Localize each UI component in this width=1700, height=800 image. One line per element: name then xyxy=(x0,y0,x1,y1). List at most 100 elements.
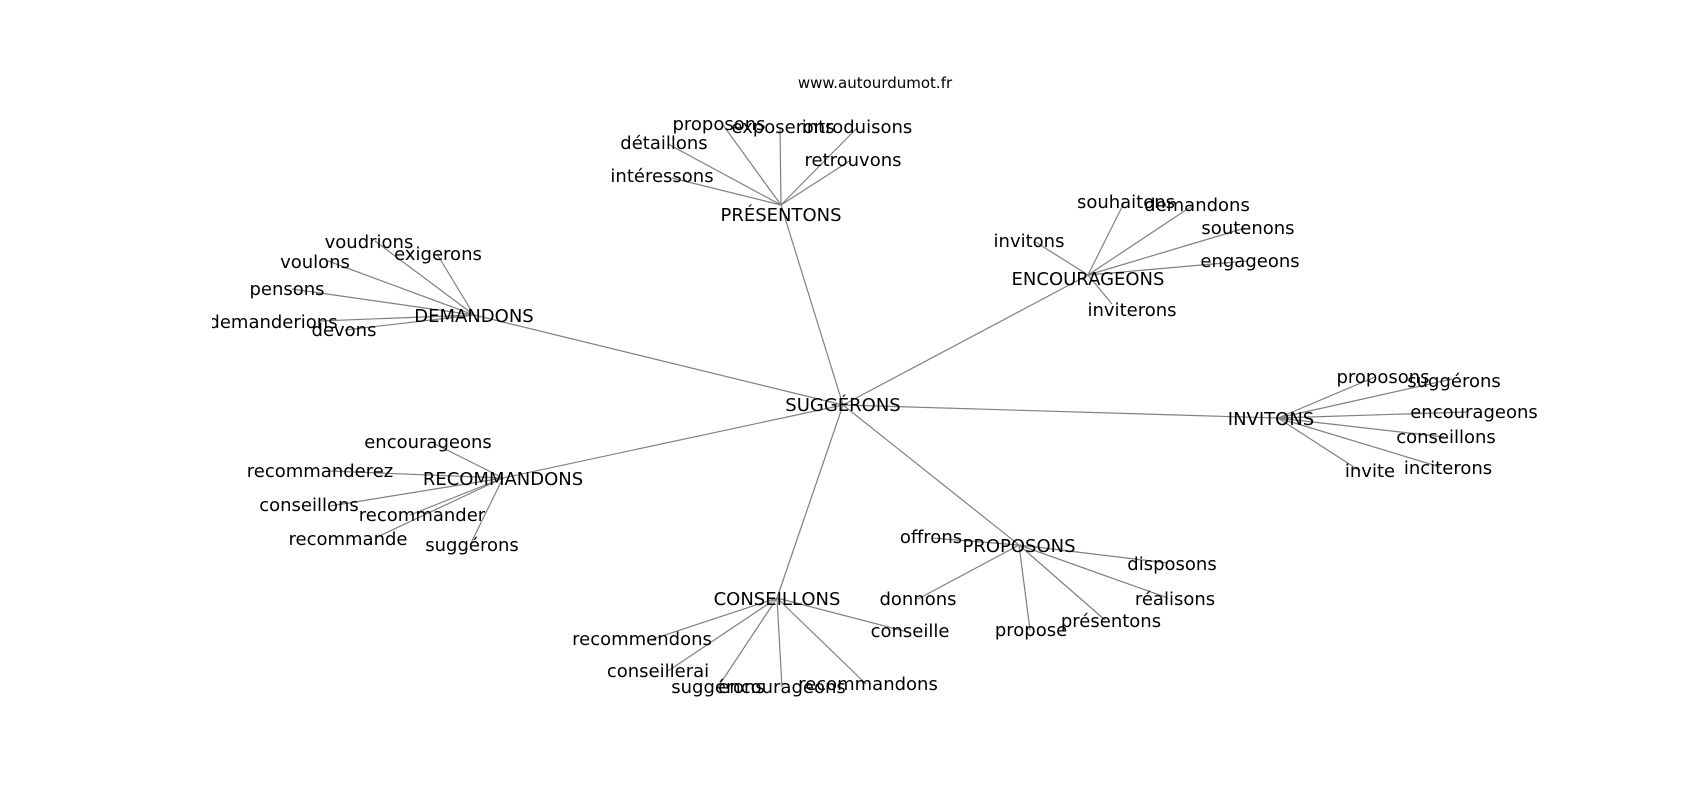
edge-hub-to-leaf xyxy=(344,314,475,331)
leaf-node[interactable]: proposons xyxy=(1336,367,1429,388)
leaf-node[interactable]: demandons xyxy=(1144,195,1250,216)
edge-center-to-hub xyxy=(502,404,844,479)
edge-hub-to-leaf xyxy=(1018,544,1169,564)
leaf-node[interactable]: souhaitons xyxy=(1077,192,1175,213)
edge-hub-to-leaf xyxy=(776,597,783,688)
leaf-node[interactable]: retrouvons xyxy=(804,150,901,171)
hub-node-presentons[interactable]: PRÉSENTONS xyxy=(720,204,841,226)
edge-hub-to-leaf xyxy=(329,470,504,479)
leaf-node[interactable]: encourageons xyxy=(718,677,846,698)
edge-hub-to-leaf xyxy=(1277,417,1441,468)
edge-hub-to-leaf xyxy=(1277,376,1376,419)
leaf-node[interactable]: suggérons xyxy=(671,677,765,698)
edge-hub-to-leaf xyxy=(327,260,475,316)
edge-hub-to-leaf xyxy=(671,177,782,206)
edge-hub-to-leaf xyxy=(1087,227,1246,276)
edge-hub-to-leaf xyxy=(649,597,778,641)
leaf-node[interactable]: invitons xyxy=(994,231,1065,252)
hub-node-recommandons[interactable]: RECOMMANDONS xyxy=(423,469,583,490)
leaf-node[interactable]: voulons xyxy=(280,252,350,273)
leaf-node[interactable]: recommendons xyxy=(572,629,712,650)
leaf-node[interactable]: invite xyxy=(1345,461,1395,482)
hub-node-invitons[interactable]: INVITONS xyxy=(1228,409,1314,430)
edge-hub-to-leaf xyxy=(776,597,867,685)
hub-node-conseillons[interactable]: CONSEILLONS xyxy=(714,589,841,610)
leaf-node[interactable]: proposons xyxy=(672,114,765,135)
center-node[interactable]: SUGGÉRONS xyxy=(785,394,900,416)
leaf-node[interactable]: soutenons xyxy=(1201,218,1294,239)
watermark: www.autourdumot.fr xyxy=(798,74,953,92)
leaf-node[interactable]: offrons xyxy=(900,527,962,548)
edge-hub-to-leaf xyxy=(1087,205,1193,276)
edge-center-to-hub xyxy=(842,274,1089,406)
leaf-node[interactable]: recommande xyxy=(289,529,408,550)
edge-hub-to-leaf xyxy=(374,240,475,316)
leaf-node[interactable]: conseillons xyxy=(1396,427,1496,448)
edge-center-to-hub xyxy=(473,314,844,406)
leaf-node[interactable]: introduisons xyxy=(802,117,913,138)
leaf-node[interactable]: conseillons xyxy=(259,495,359,516)
edge-center-to-hub xyxy=(842,404,1020,546)
edge-hub-to-leaf xyxy=(374,477,504,539)
leaf-node[interactable]: suggérons xyxy=(1407,371,1501,392)
edge-hub-to-leaf xyxy=(319,314,475,322)
leaf-node[interactable]: devons xyxy=(312,320,377,341)
leaf-node[interactable]: détaillons xyxy=(620,133,707,154)
graph-canvas: SUGGÉRONS PRÉSENTONS proposons exposeron… xyxy=(208,114,1538,698)
edge-hub-to-leaf xyxy=(1277,417,1361,472)
leaf-node[interactable]: conseille xyxy=(871,621,950,642)
edge-hub-to-leaf xyxy=(430,441,504,479)
leaf-node[interactable]: encourageons xyxy=(364,432,492,453)
leaf-node[interactable]: exposerons xyxy=(731,117,834,138)
hub-node-demandons[interactable]: DEMANDONS xyxy=(414,306,533,327)
edge-hub-to-leaf xyxy=(779,127,782,206)
edge-hub-to-leaf xyxy=(717,597,778,688)
edge-hub-to-leaf xyxy=(1087,202,1125,276)
edge-center-to-hub xyxy=(842,404,1279,419)
edge-hub-to-leaf xyxy=(1018,544,1106,621)
edge-hub-to-leaf xyxy=(329,477,504,507)
edge-hub-to-leaf xyxy=(776,597,905,632)
leaf-node[interactable]: encourageons xyxy=(1410,402,1538,423)
leaf-node[interactable]: présentons xyxy=(1061,611,1161,632)
leaf-node[interactable]: suggérons xyxy=(425,535,519,556)
leaf-node[interactable]: exigerons xyxy=(394,244,482,265)
edge-hub-to-leaf xyxy=(780,127,858,206)
leaf-node[interactable]: recommander xyxy=(359,505,486,526)
edge-center-to-hub xyxy=(780,204,844,406)
graph-edges xyxy=(291,124,1469,688)
leaf-node[interactable]: recommanderez xyxy=(247,461,394,482)
leaf-node[interactable]: disposons xyxy=(1127,554,1216,575)
edge-hub-to-leaf xyxy=(917,544,1020,600)
edge-hub-to-leaf xyxy=(722,124,782,206)
edge-hub-to-leaf xyxy=(667,597,778,672)
leaf-node[interactable]: propose xyxy=(995,620,1067,641)
leaf-node[interactable]: recommandons xyxy=(798,674,938,695)
leaf-node[interactable]: engageons xyxy=(1200,251,1299,272)
edge-hub-to-leaf xyxy=(1277,417,1445,438)
leaf-node[interactable]: donnons xyxy=(879,589,956,610)
leaf-node[interactable]: demanderions xyxy=(208,312,338,333)
leaf-node[interactable]: réalisons xyxy=(1135,589,1215,610)
edge-hub-to-leaf xyxy=(469,477,504,546)
edge-hub-to-leaf xyxy=(1087,260,1248,276)
leaf-node[interactable]: inviterons xyxy=(1088,300,1177,321)
edge-hub-to-leaf xyxy=(1277,411,1469,419)
hub-node-encourageons[interactable]: ENCOURAGEONS xyxy=(1012,269,1165,290)
edge-hub-to-leaf xyxy=(667,143,782,206)
edge-hub-to-leaf xyxy=(291,288,475,316)
edge-hub-to-leaf xyxy=(1087,274,1113,305)
edge-hub-to-leaf xyxy=(409,477,504,516)
edge-center-to-hub xyxy=(776,404,844,599)
leaf-node[interactable]: conseillerai xyxy=(607,661,709,682)
leaf-node[interactable]: inciterons xyxy=(1404,458,1492,479)
hub-node-proposons[interactable]: PROPOSONS xyxy=(962,536,1075,557)
leaf-node[interactable]: intéressons xyxy=(610,166,713,187)
edge-hub-to-leaf xyxy=(1277,378,1453,419)
edge-hub-to-leaf xyxy=(436,253,475,316)
edge-hub-to-leaf xyxy=(1018,544,1031,631)
leaf-node[interactable]: pensons xyxy=(249,279,324,300)
graph-labels: SUGGÉRONS PRÉSENTONS proposons exposeron… xyxy=(208,114,1538,698)
leaf-node[interactable]: voudrions xyxy=(325,232,414,253)
